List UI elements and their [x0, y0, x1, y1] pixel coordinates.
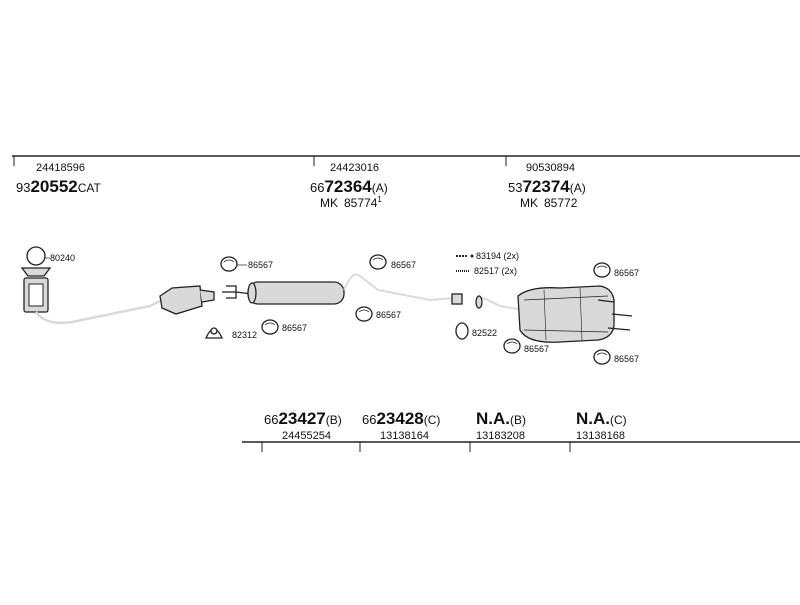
- rear-bolt: [456, 254, 474, 258]
- rear-silencer: [475, 285, 633, 343]
- bottom-main-number-2: 6623428(C): [362, 409, 440, 428]
- rear-clamp-right-bottom: [593, 349, 611, 365]
- callout-mid-right-clamp-top: 86567: [391, 260, 416, 270]
- middle-clamp-top-right: [369, 254, 387, 270]
- bottom-sub-number-2: 13138164: [380, 430, 429, 442]
- callout-rear-clamp-bottom: 86567: [524, 344, 549, 354]
- callout-rear-nut: 82517 (2x): [474, 266, 517, 276]
- bottom-main-number-1: 6623427(B): [264, 409, 342, 428]
- middle-clamp-bottom-left: [261, 319, 279, 335]
- front-catalytic-converter: [34, 285, 215, 325]
- middle-main-number: 6672364(A): [310, 177, 388, 196]
- middle-clamp-bottom-right: [355, 306, 373, 322]
- rear-main-number: 5372374(A): [508, 177, 586, 196]
- front-manifold-flange: [20, 267, 52, 313]
- bottom-sub-number-1: 24455254: [282, 430, 331, 442]
- middle-bracket: [204, 327, 224, 339]
- callout-mid-left-bracket: 82312: [232, 330, 257, 340]
- bottom-main-number-3: N.A.(B): [476, 409, 526, 428]
- rear-sub-number: 90530894: [526, 162, 575, 174]
- bottom-main-number-4: N.A.(C): [576, 409, 627, 428]
- front-gasket: [26, 246, 50, 266]
- front-main-number: 9320552CAT: [16, 177, 102, 196]
- middle-front-silencer: [222, 273, 463, 305]
- callout-rear-gasket: 82522: [472, 328, 497, 338]
- rear-clamp-right-top: [593, 262, 611, 278]
- bottom-sub-number-4: 13138168: [576, 430, 625, 442]
- callout-mid-left-clamp-top: 86567: [248, 260, 273, 270]
- middle-clamp-top: [220, 256, 238, 272]
- front-sub-number: 24418596: [36, 162, 85, 174]
- callout-rear-clamp-right-bottom: 86567: [614, 354, 639, 364]
- rear-gasket: [455, 322, 469, 340]
- callout-front-gasket: 80240: [50, 253, 75, 263]
- middle-sub-number: 24423016: [330, 162, 379, 174]
- rear-clamp-bottom: [503, 338, 521, 354]
- callout-rear-bolt: 83194 (2x): [476, 251, 519, 261]
- bottom-sub-number-3: 13183208: [476, 430, 525, 442]
- callout-mid-left-clamp-bottom: 86567: [282, 323, 307, 333]
- callout-mid-right-clamp-bottom: 86567: [376, 310, 401, 320]
- callout-rear-clamp-right-top: 86567: [614, 268, 639, 278]
